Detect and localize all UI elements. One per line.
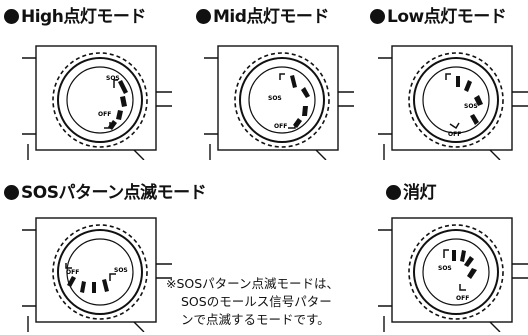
panel-title-text: High点灯モード xyxy=(21,7,146,27)
bullet-icon xyxy=(370,9,385,24)
panel-title-off: 消灯 xyxy=(386,183,437,203)
off-label: OFF xyxy=(456,295,469,302)
panel-title-text: 消灯 xyxy=(403,183,437,203)
bullet-icon xyxy=(4,9,19,24)
panel-title-mid: Mid点灯モード xyxy=(196,7,329,27)
bullet-icon xyxy=(196,9,211,24)
dial-illustration-high: SOS OFF xyxy=(22,36,172,160)
dial-illustration-off: SOS OFF xyxy=(378,208,528,332)
off-label: OFF xyxy=(98,111,111,118)
sos-label: SOS xyxy=(268,95,282,102)
dial-illustration-low: SOS OFF xyxy=(378,36,528,160)
off-label: OFF xyxy=(448,131,461,138)
panel-title-high: High点灯モード xyxy=(4,7,146,27)
dial-illustration-mid: SOS OFF xyxy=(204,36,354,160)
note-line-3: ンで点滅するモードです。 xyxy=(181,312,330,327)
sos-label: SOS xyxy=(438,265,452,272)
panel-title-text: SOSパターン点滅モード xyxy=(21,183,207,203)
sos-label: SOS xyxy=(464,103,478,110)
off-label: OFF xyxy=(66,269,79,276)
bullet-icon xyxy=(4,185,19,200)
panel-title-text: Low点灯モード xyxy=(387,7,507,27)
sos-mode-note: ※SOSパターン点滅モードは、 SOSのモールス信号パター ンで点滅するモードで… xyxy=(166,275,339,329)
panel-title-low: Low点灯モード xyxy=(370,7,507,27)
panel-title-text: Mid点灯モード xyxy=(213,7,329,27)
note-line-2: SOSのモールス信号パター xyxy=(181,294,332,309)
note-line-1: ※SOSパターン点滅モードは、 xyxy=(166,276,340,291)
bullet-icon xyxy=(386,185,401,200)
off-label: OFF xyxy=(274,123,287,130)
dial-illustration-sos: SOS OFF xyxy=(22,208,172,332)
panel-title-sos: SOSパターン点滅モード xyxy=(4,183,207,203)
sos-label: SOS xyxy=(114,267,128,274)
sos-label: SOS xyxy=(106,75,120,82)
